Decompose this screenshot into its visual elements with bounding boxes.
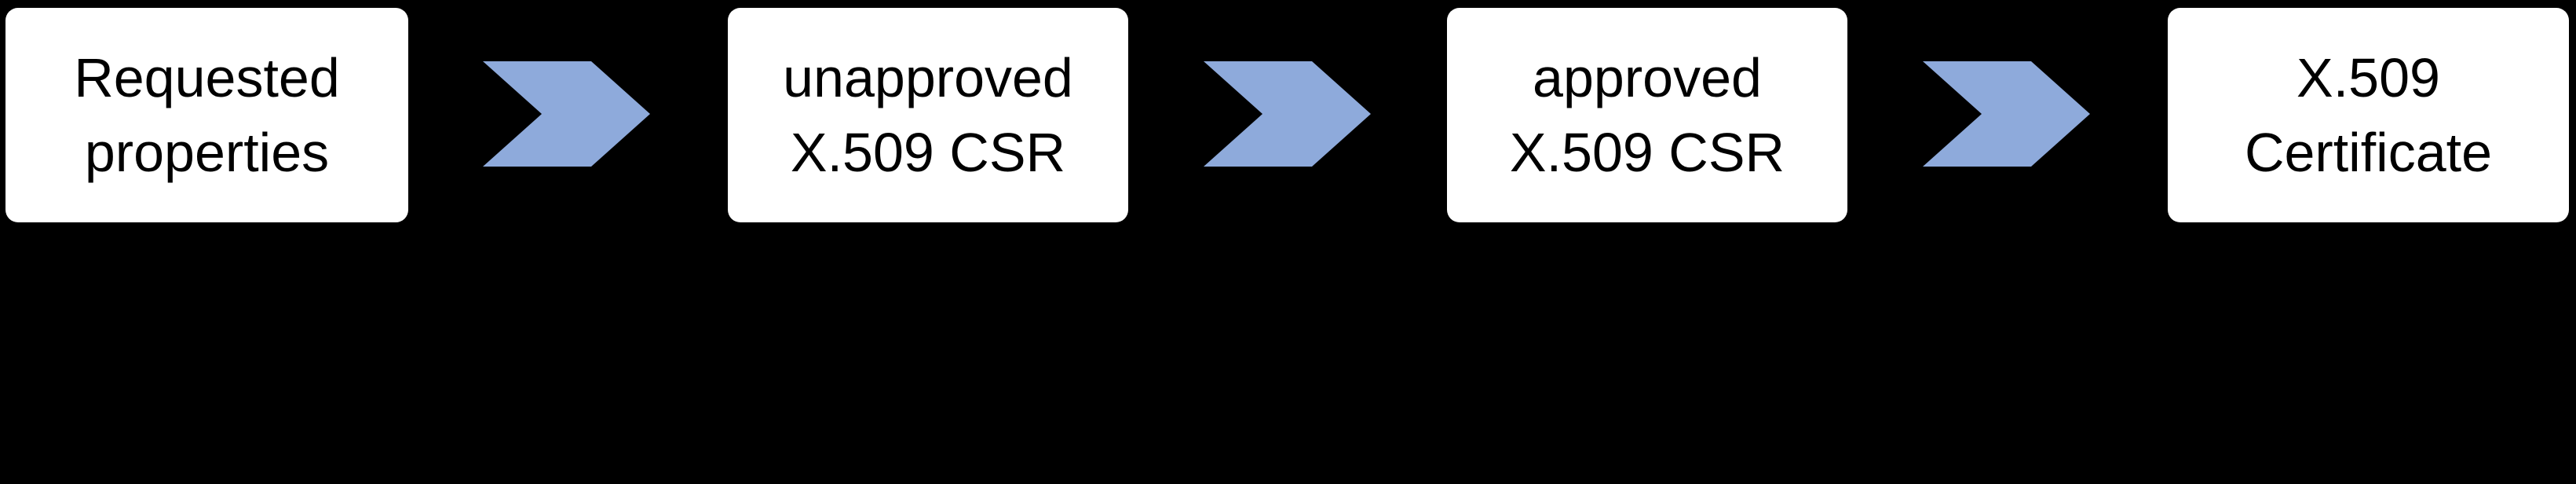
flow-step-label-line: approved — [1533, 46, 1762, 108]
flow-step-label-line: X.509 — [2296, 46, 2440, 108]
flow-step-label-line: properties — [84, 121, 330, 183]
flow-step-unapproved-csr: unapproved X.509 CSR — [728, 8, 1128, 222]
flow-step-x509-certificate: X.509 Certificate — [2168, 8, 2569, 222]
chevron-right-icon — [1204, 61, 1371, 167]
flow-step-label-line: Requested — [74, 46, 340, 108]
flow-step-label-line: X.509 CSR — [1509, 121, 1785, 183]
chevron-right-icon — [483, 61, 650, 167]
chevron-right-icon — [1923, 61, 2090, 167]
flow-step-label-line: Certificate — [2244, 121, 2493, 183]
flow-step-approved-csr: approved X.509 CSR — [1447, 8, 1847, 222]
flow-step-label-line: unapproved — [783, 46, 1073, 108]
flow-step-label-line: X.509 CSR — [790, 121, 1066, 183]
flow-step-requested-properties: Requested properties — [5, 8, 408, 222]
